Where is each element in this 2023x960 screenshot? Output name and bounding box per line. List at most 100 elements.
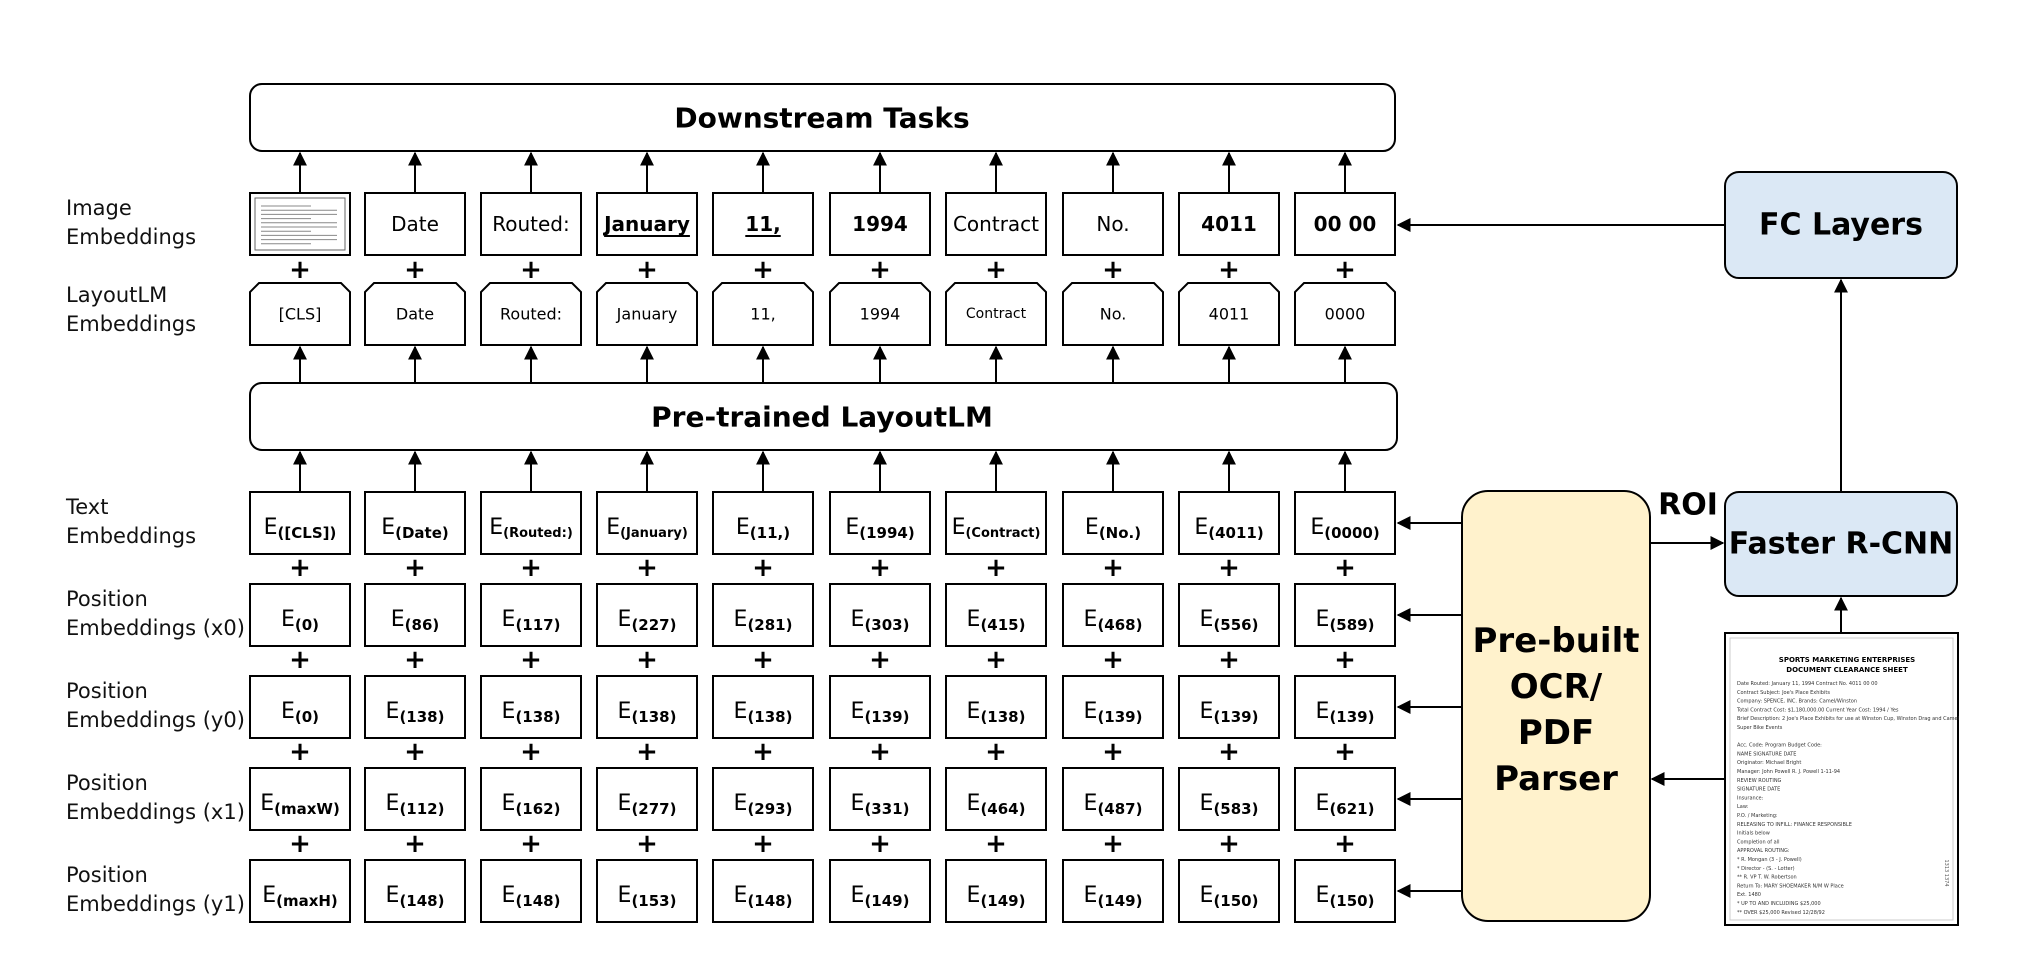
embedding-subscript: (583) <box>1213 800 1258 818</box>
plus-sign: + <box>869 645 891 675</box>
embedding-box <box>596 675 698 739</box>
row-label-line: LayoutLM <box>66 283 168 307</box>
embedding-box <box>1294 675 1396 739</box>
embedding-box <box>712 491 814 555</box>
document-text-line: ** OVER $25,000 Revised 12/28/92 <box>1737 910 1825 916</box>
embedding-text: E(0) <box>281 699 319 727</box>
embedding-subscript: (415) <box>980 616 1025 634</box>
layoutlm-token-text: [CLS] <box>279 305 322 324</box>
embedding-subscript: (487) <box>1097 800 1142 818</box>
embedding-subscript: (150) <box>1329 892 1374 910</box>
embedding-box <box>712 675 814 739</box>
roi-label: ROI <box>1658 488 1718 523</box>
embedding-box <box>1062 859 1164 923</box>
plus-sign: + <box>1334 737 1356 767</box>
embedding-subscript: (468) <box>1097 616 1142 634</box>
document-text-line: ** R. VP T. W. Robertson <box>1737 875 1797 881</box>
embedding-text: E(149) <box>967 883 1026 911</box>
embedding-subscript: (maxW) <box>274 800 340 818</box>
embedding-text: E(162) <box>502 791 561 819</box>
row-label-line: Position <box>66 863 148 887</box>
document-text-line: Completion of all <box>1737 839 1779 845</box>
row-label-line: Embeddings (y1) <box>66 892 245 916</box>
document-text-line: NAME SIGNATURE DATE <box>1737 751 1796 757</box>
embedding-subscript: (556) <box>1213 616 1258 634</box>
row-label-line: Image <box>66 196 132 220</box>
embedding-box <box>1294 491 1396 555</box>
plus-sign: + <box>520 255 542 285</box>
embedding-subscript: (589) <box>1329 616 1374 634</box>
embedding-symbol: E <box>734 607 748 632</box>
embedding-box <box>480 767 582 831</box>
embedding-text: E(maxW) <box>260 791 340 819</box>
plus-sign: + <box>289 255 311 285</box>
row-label-line: Position <box>66 587 148 611</box>
embedding-text: E(149) <box>851 883 910 911</box>
embedding-symbol: E <box>1316 883 1330 908</box>
document-page <box>1729 637 1954 921</box>
embedding-symbol: E <box>489 515 503 540</box>
layoutlm-token-text: 0000 <box>1325 305 1366 324</box>
image-token-text: No. <box>1096 212 1129 236</box>
row-label-line: Embeddings (x1) <box>66 800 245 824</box>
embedding-box <box>1294 859 1396 923</box>
embedding-subscript: ([CLS]) <box>278 524 337 542</box>
embedding-subscript: (Date) <box>395 524 449 542</box>
embedding-subscript: (150) <box>1213 892 1258 910</box>
embedding-subscript: (4011) <box>1208 524 1263 542</box>
downstream-tasks-box <box>249 83 1396 152</box>
embedding-box <box>1062 491 1164 555</box>
plus-sign: + <box>404 255 426 285</box>
embedding-box <box>829 767 931 831</box>
plus-sign: + <box>1334 255 1356 285</box>
layoutlm-embedding-box <box>249 282 351 346</box>
embedding-text: E(86) <box>391 607 440 635</box>
embedding-symbol: E <box>967 607 981 632</box>
embedding-subscript: (138) <box>399 708 444 726</box>
plus-sign: + <box>869 829 891 859</box>
embedding-subscript: (138) <box>980 708 1025 726</box>
embedding-text: E(150) <box>1316 883 1375 911</box>
image-embedding-box <box>364 192 466 256</box>
row-label-line: Position <box>66 679 148 703</box>
embedding-symbol: E <box>386 883 400 908</box>
embedding-subscript: (0) <box>295 708 319 726</box>
embedding-symbol: E <box>502 699 516 724</box>
embedding-symbol: E <box>1310 515 1324 540</box>
embedding-text: E(487) <box>1084 791 1143 819</box>
embedding-text: E(139) <box>1200 699 1259 727</box>
plus-sign: + <box>404 737 426 767</box>
image-embedding-box <box>480 192 582 256</box>
embedding-subscript: (138) <box>631 708 676 726</box>
embedding-symbol: E <box>391 607 405 632</box>
embedding-text: E(139) <box>1316 699 1375 727</box>
plus-sign: + <box>869 737 891 767</box>
ocr-pdf-parser-box <box>1461 490 1651 922</box>
document-side-text: 1313 1374 <box>1943 859 1949 886</box>
embedding-box <box>249 859 351 923</box>
embedding-box <box>480 583 582 647</box>
document-text-line: Total Contract Cost: $1,180,000.00 Curre… <box>1736 707 1899 713</box>
embedding-subscript: (139) <box>864 708 909 726</box>
plus-sign: + <box>1102 255 1124 285</box>
embedding-symbol: E <box>1084 791 1098 816</box>
embedding-text: E(138) <box>386 699 445 727</box>
layoutlm-embedding-box <box>364 282 466 346</box>
embedding-box <box>364 859 466 923</box>
embedding-box <box>249 675 351 739</box>
embedding-symbol: E <box>851 699 865 724</box>
embedding-text: E(138) <box>967 699 1026 727</box>
embedding-symbol: E <box>381 515 395 540</box>
image-token-text: Date <box>391 212 439 236</box>
embedding-symbol: E <box>1085 515 1099 540</box>
embedding-text: E(112) <box>386 791 445 819</box>
embedding-symbol: E <box>1200 699 1214 724</box>
plus-sign: + <box>1218 553 1240 583</box>
embedding-box <box>480 859 582 923</box>
embedding-subscript: (331) <box>864 800 909 818</box>
plus-sign: + <box>1218 645 1240 675</box>
embedding-subscript: (149) <box>864 892 909 910</box>
